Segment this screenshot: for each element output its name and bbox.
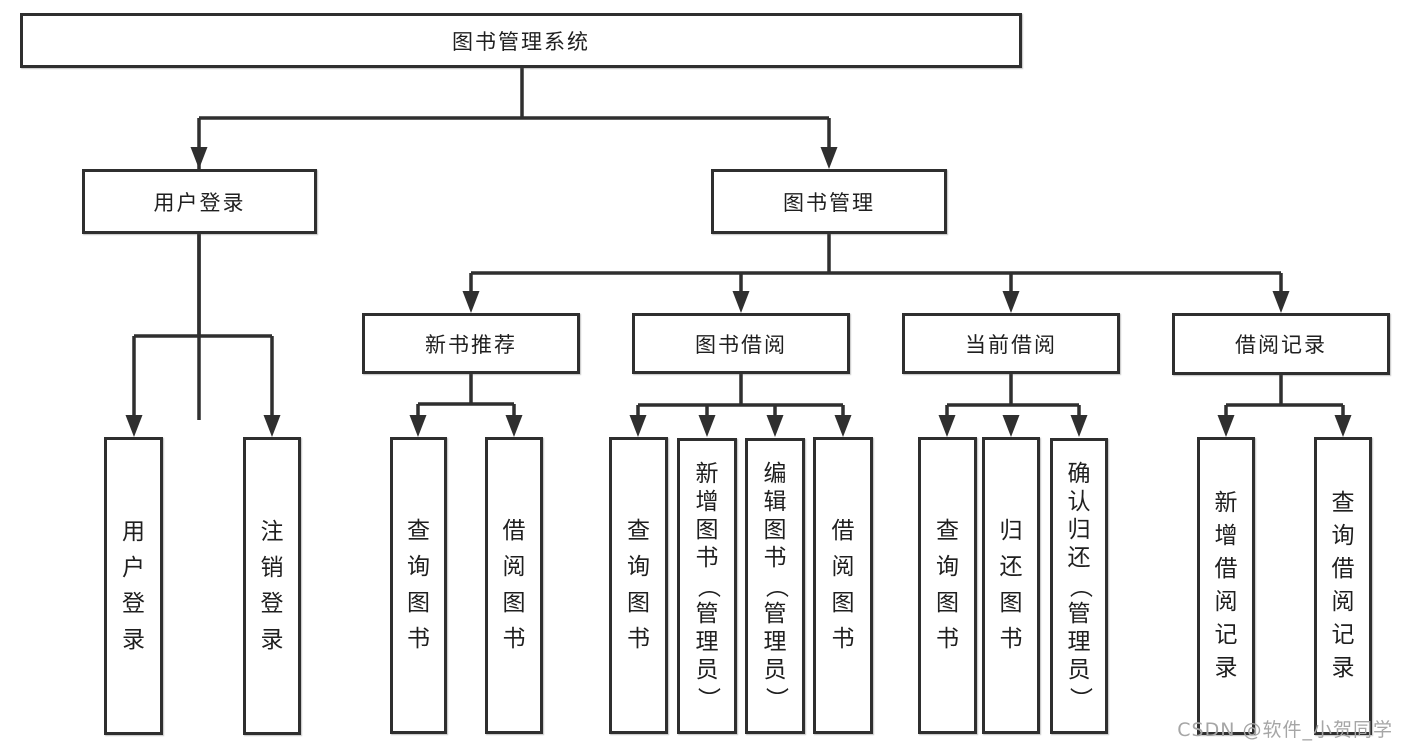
arrowhead (1334, 415, 1352, 437)
arrowhead (190, 147, 208, 169)
arrowhead (505, 415, 523, 437)
node-borrowing-records: 借阅记录 (1172, 313, 1390, 375)
leaf-return-books: 归还图书 (982, 437, 1040, 734)
connector-borrowing-records-children (1224, 374, 1345, 420)
leaf-query-books-borrowing: 查询图书 (609, 437, 668, 734)
leaf-query-books-recommend: 查询图书 (390, 437, 447, 734)
arrowhead (409, 415, 427, 437)
connector-book-borrowing-children (636, 374, 845, 420)
leaf-user-login-label: 用户登录 (122, 518, 145, 653)
leaf-borrow-books-borrowing-label: 借阅图书 (831, 518, 855, 652)
leaf-edit-books-admin: 编辑图书（管理员） (745, 438, 805, 734)
arrowhead (1070, 415, 1088, 437)
leaf-edit-books-admin-label: 编辑图书（管理员） (762, 460, 789, 710)
arrowhead (1272, 291, 1290, 313)
node-user-login: 用户登录 (82, 169, 317, 234)
leaf-add-books-admin-label: 新增图书（管理员） (694, 460, 721, 710)
arrowhead (263, 415, 281, 437)
connector-new-book-recommend-children (416, 374, 516, 420)
arrowhead (834, 415, 852, 437)
node-root: 图书管理系统 (20, 13, 1022, 68)
node-current-borrowing: 当前借阅 (902, 313, 1120, 374)
arrowhead (125, 415, 143, 437)
node-book-management: 图书管理 (711, 169, 947, 234)
node-borrowing-records-label: 借阅记录 (1235, 333, 1327, 357)
arrowhead (766, 415, 784, 437)
leaf-borrow-books-recommend: 借阅图书 (485, 437, 543, 734)
arrowhead (938, 415, 956, 437)
leaf-borrow-books-borrowing: 借阅图书 (813, 437, 873, 734)
node-new-book-recommend: 新书推荐 (362, 313, 580, 374)
arrowhead (629, 415, 647, 437)
leaf-confirm-return-admin: 确认归还（管理员） (1050, 438, 1108, 734)
leaf-add-books-admin: 新增图书（管理员） (677, 438, 737, 734)
leaf-query-books-recommend-label: 查询图书 (407, 518, 430, 652)
leaf-query-borrow-record: 查询借阅记录 (1314, 437, 1372, 735)
leaf-query-books-current: 查询图书 (918, 437, 977, 734)
node-book-management-label: 图书管理 (783, 190, 875, 215)
node-root-label: 图书管理系统 (452, 29, 590, 54)
leaf-return-books-label: 归还图书 (999, 518, 1023, 652)
arrowhead (698, 415, 716, 437)
node-new-book-recommend-label: 新书推荐 (425, 332, 517, 357)
leaf-query-books-borrowing-label: 查询图书 (627, 518, 650, 652)
connector-current-borrowing-children (945, 374, 1081, 420)
leaf-logout: 注销登录 (243, 437, 301, 735)
leaf-confirm-return-admin-label: 确认归还（管理员） (1066, 460, 1093, 710)
csdn-watermark: CSDN @软件_小贺同学 (1177, 719, 1393, 741)
leaf-logout-label: 注销登录 (260, 518, 284, 653)
arrowhead (462, 291, 480, 313)
arrowhead (1002, 291, 1020, 313)
connector-book-management-children (469, 234, 1283, 296)
leaf-add-borrow-record-label: 新增借阅记录 (1214, 490, 1238, 681)
arrowhead (820, 147, 838, 169)
arrowhead (732, 291, 750, 313)
leaf-borrow-books-recommend-label: 借阅图书 (502, 518, 526, 652)
node-current-borrowing-label: 当前借阅 (965, 332, 1057, 357)
leaf-add-borrow-record: 新增借阅记录 (1197, 437, 1255, 735)
node-user-login-label: 用户登录 (153, 190, 246, 215)
leaf-query-borrow-record-label: 查询借阅记录 (1331, 490, 1355, 681)
connector-user-login-children (132, 234, 274, 420)
leaf-user-login: 用户登录 (104, 437, 163, 735)
leaf-query-books-current-label: 查询图书 (936, 518, 959, 652)
node-book-borrowing: 图书借阅 (632, 313, 850, 374)
node-book-borrowing-label: 图书借阅 (695, 332, 787, 357)
arrowhead (1002, 415, 1020, 437)
arrowhead (1217, 415, 1235, 437)
